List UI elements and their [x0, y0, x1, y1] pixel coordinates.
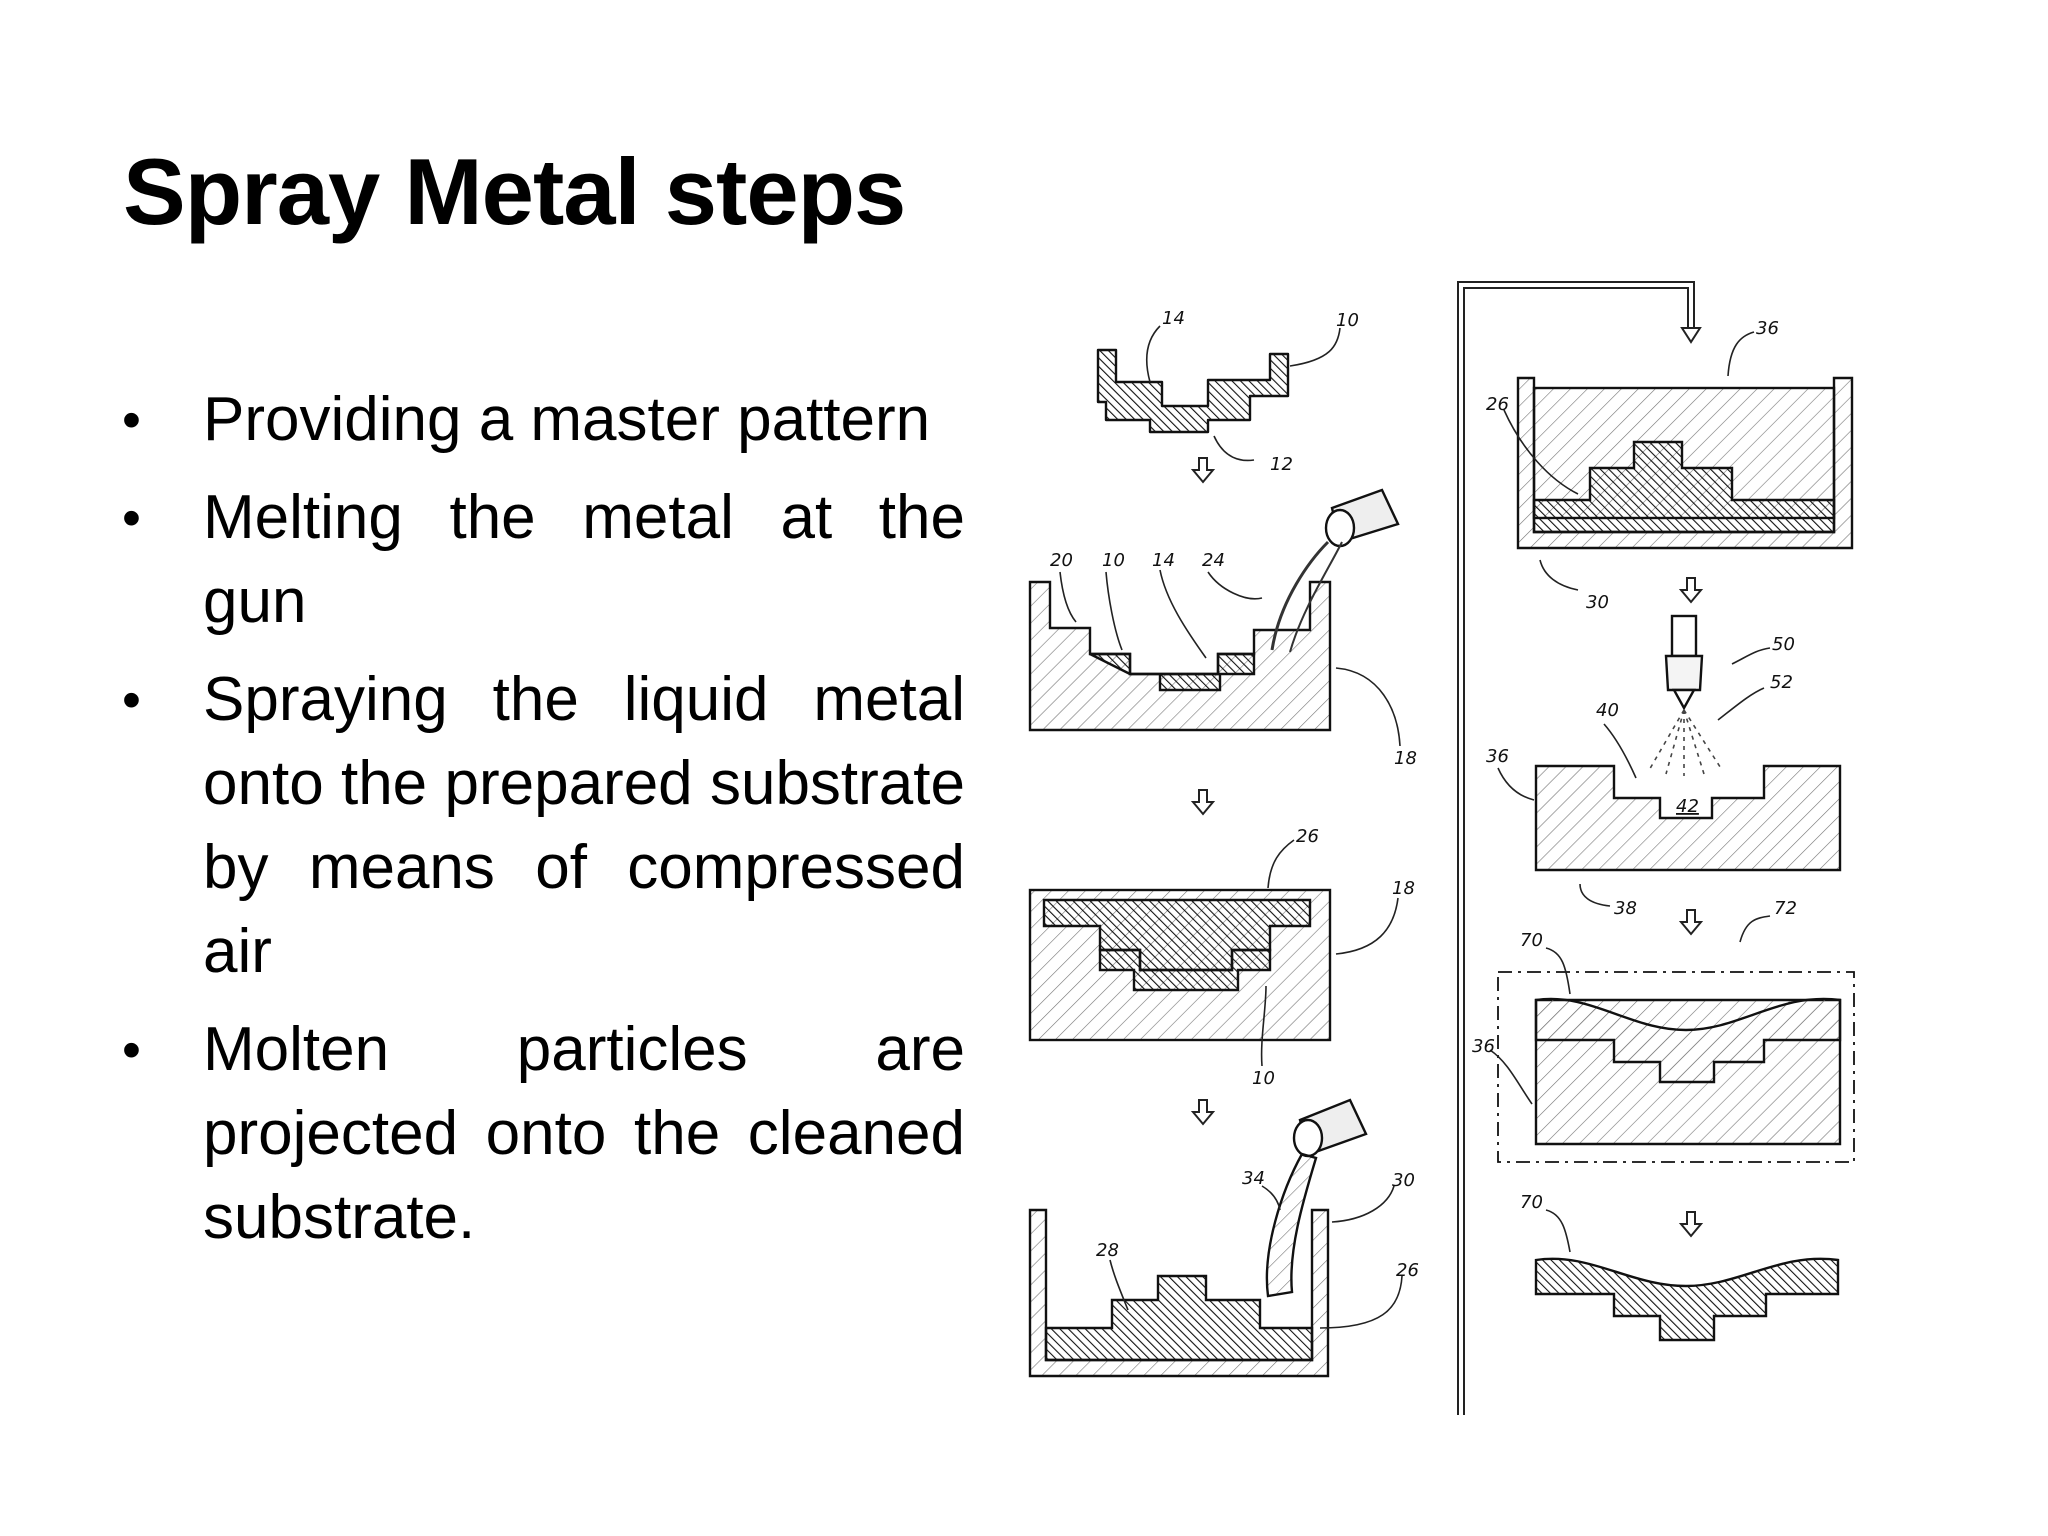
bullet-item: • Melting the metal at the gun — [120, 476, 965, 644]
bullet-item: • Providing a master pattern — [120, 378, 965, 462]
leader-lines — [1059, 325, 1771, 1329]
master-pattern — [1096, 348, 1290, 434]
divider-line — [1457, 281, 1702, 1415]
numeral-14: 14 — [1162, 308, 1185, 329]
bullet-dot: • — [122, 488, 141, 548]
numeral-34: 34 — [1242, 1168, 1265, 1189]
spray-cone — [1647, 709, 1723, 776]
bullet-dot: • — [122, 390, 141, 450]
numeral-36: 36 — [1756, 318, 1779, 339]
bullet-item: • Spraying the liquid metal onto the prep… — [120, 658, 965, 994]
numeral-36: 36 — [1486, 746, 1509, 767]
bullet-dot: • — [122, 1020, 141, 1080]
final-shell — [1534, 1257, 1840, 1342]
numeral-50: 50 — [1772, 634, 1795, 655]
numeral-30: 30 — [1392, 1170, 1415, 1191]
numeral-26: 26 — [1486, 394, 1509, 415]
bullet-text: Providing a master pattern — [203, 385, 931, 454]
numeral-18: 18 — [1394, 748, 1417, 769]
numeral-24: 24 — [1202, 550, 1225, 571]
bullet-list: • Providing a master pattern • Melting the… — [120, 378, 965, 1274]
numeral-42: 42 — [1676, 796, 1699, 817]
numeral-30: 30 — [1586, 592, 1609, 613]
numeral-72: 72 — [1774, 898, 1797, 919]
sprayed-tool — [1497, 971, 1855, 1163]
numeral-70: 70 — [1520, 1192, 1543, 1213]
arrow-down-icon — [1190, 457, 1216, 484]
pour-pipe — [1270, 488, 1400, 653]
numeral-38: 38 — [1614, 898, 1637, 919]
filled-casting-box — [1028, 888, 1332, 1042]
bullet-dot: • — [122, 670, 141, 730]
numeral-52: 52 — [1770, 672, 1793, 693]
arrow-down-icon — [1190, 789, 1216, 816]
process-illustration: 14 10 12 20 10 14 24 18 26 18 10 34 30 2… — [1010, 270, 1890, 1430]
bullet-text: Molten particles are projected onto the … — [203, 1015, 965, 1252]
arrow-down-icon — [1678, 909, 1704, 936]
numeral-20: 20 — [1050, 550, 1073, 571]
casting-box — [1028, 580, 1332, 732]
container-with-pattern — [1028, 1208, 1330, 1378]
numeral-70: 70 — [1520, 930, 1543, 951]
numeral-14: 14 — [1152, 550, 1175, 571]
numeral-10: 10 — [1252, 1068, 1275, 1089]
arrow-down-icon — [1678, 1211, 1704, 1238]
numeral-40: 40 — [1596, 700, 1619, 721]
substrate — [1534, 764, 1842, 872]
numeral-10: 10 — [1336, 310, 1359, 331]
spray-gun — [1664, 614, 1704, 711]
numeral-10: 10 — [1102, 550, 1125, 571]
bullet-text: Melting the metal at the gun — [203, 483, 965, 636]
bullet-text: Spraying the liquid metal onto the prepa… — [203, 665, 965, 986]
slide-title: Spray Metal steps — [123, 139, 906, 244]
numeral-12: 12 — [1270, 454, 1293, 475]
bullet-item: • Molten particles are projected onto the… — [120, 1008, 965, 1260]
arrow-down-icon — [1678, 577, 1704, 604]
inverted-mold — [1516, 376, 1854, 550]
arrow-down-icon — [1190, 1099, 1216, 1126]
numeral-18: 18 — [1392, 878, 1415, 899]
numeral-36: 36 — [1472, 1036, 1495, 1057]
pour-pipe — [1265, 1098, 1368, 1298]
numeral-26: 26 — [1396, 1260, 1419, 1281]
numeral-28: 28 — [1096, 1240, 1119, 1261]
numeral-26: 26 — [1296, 826, 1319, 847]
